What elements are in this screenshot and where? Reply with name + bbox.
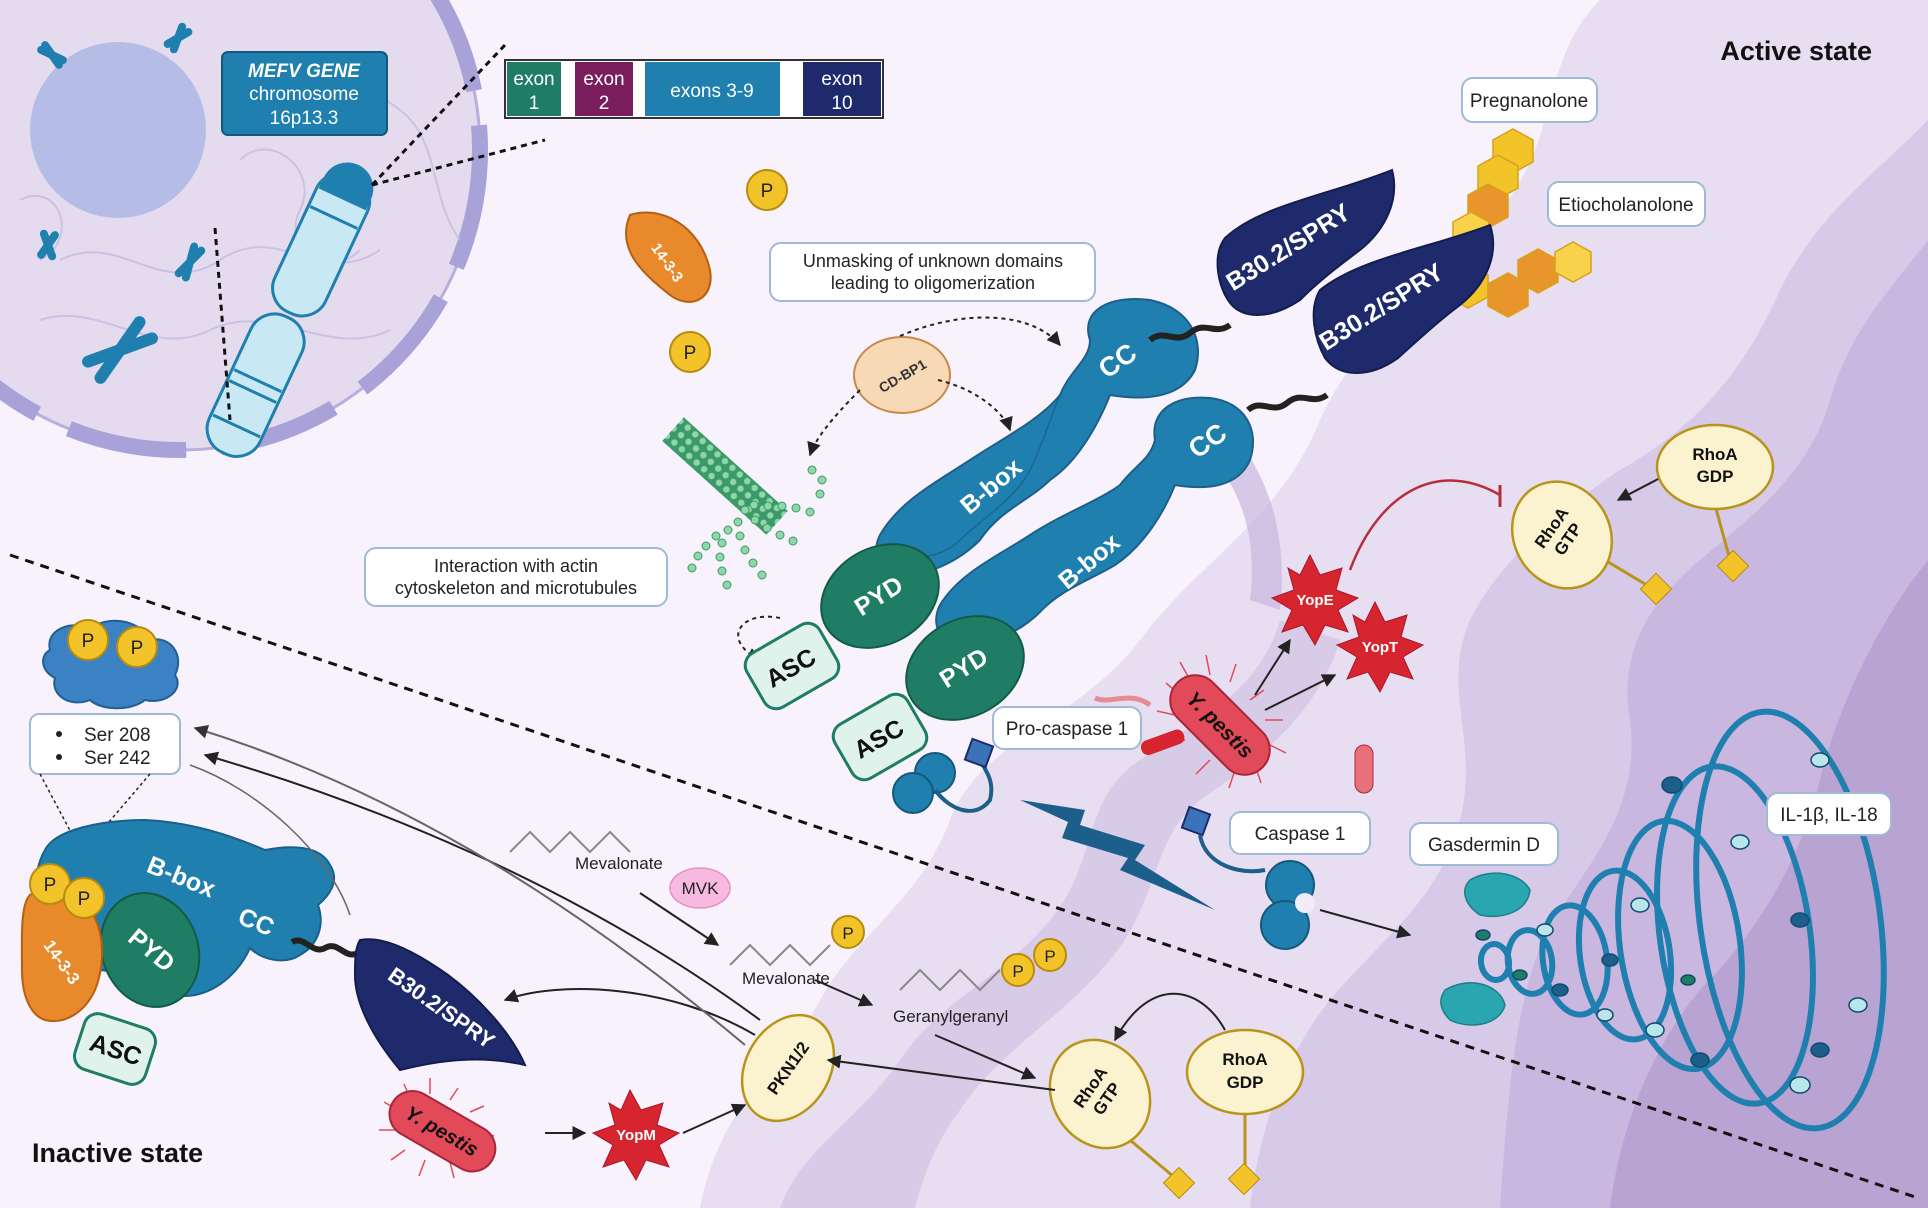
svg-text:P: P [78, 889, 91, 910]
svg-text:leading to oligomerization: leading to oligomerization [831, 273, 1035, 293]
il-beads [1475, 752, 1868, 1094]
svg-text:Gasdermin D: Gasdermin D [1428, 835, 1540, 856]
svg-text:Pro-caspase 1: Pro-caspase 1 [1006, 719, 1129, 740]
rhoa-gdp-inactive: RhoA GDP [1185, 1028, 1305, 1196]
ser-leader-lines [39, 773, 151, 851]
protein-14-3-3-free: 14-3-3 [624, 211, 712, 303]
svg-text:YopE: YopE [1296, 592, 1333, 609]
svg-text:IL-1β, IL-18: IL-1β, IL-18 [1780, 805, 1878, 826]
etiocholanolone-label: Etiocholanolone [1558, 195, 1693, 216]
svg-text:cytoskeleton and microtubules: cytoskeleton and microtubules [395, 578, 637, 598]
gene-chromosome-label: chromosome [249, 84, 359, 105]
gasdermin-pores [1440, 872, 1531, 1026]
exon2-label-a: exon [583, 69, 624, 90]
pkn-kinase: PKN1/2 [740, 1013, 836, 1123]
exon2-label-b: 2 [599, 93, 610, 114]
phosphate-free-1: P [746, 169, 788, 211]
active-state-label: Active state [1720, 36, 1872, 66]
rhoa-gtp-active: RhoA GTP [1510, 480, 1673, 606]
inactive-arrows [189, 725, 1056, 1140]
svg-text:P: P [761, 181, 774, 202]
chromosome-icons [37, 22, 206, 384]
caspase-label-box: Caspase 1 [1229, 811, 1371, 855]
chromosome-16 [205, 162, 374, 458]
svg-text:GDP: GDP [1697, 467, 1734, 486]
mvk-label: MVK [682, 879, 720, 898]
exon1-label-b: 1 [529, 93, 540, 114]
yopm-effector: YopM [591, 1088, 681, 1182]
svg-text:P: P [1044, 947, 1055, 966]
pregnanolone-box: Pregnanolone [1461, 77, 1598, 123]
exon10-label-a: exon [821, 69, 862, 90]
ser208-label: Ser 208 [84, 725, 151, 746]
svg-text:Caspase 1: Caspase 1 [1255, 824, 1346, 845]
exon3-9-label: exons 3-9 [670, 81, 753, 102]
activation-bolt [1020, 800, 1215, 910]
exon10-label-b: 10 [831, 93, 852, 114]
ser242-label: Ser 242 [84, 748, 151, 769]
pyrin-inactive: B-box CC PYD 14-3-3 P P B30.2/SPRY ASC [20, 818, 527, 1086]
dotted-arrows [737, 316, 1061, 661]
phosphate-free-2: P [669, 331, 711, 373]
il-spiral [1477, 708, 1887, 1132]
pro-caspase-label-box: Pro-caspase 1 [992, 706, 1142, 750]
il-label-box: IL-1β, IL-18 [1766, 792, 1892, 836]
mevalonate-label-1: Mevalonate [575, 854, 663, 873]
y-pestis-inactive: Y. pestis [379, 1078, 497, 1179]
pyrin-active-2: CC B-box B30.2/SPRY PYD ASC [831, 223, 1495, 782]
active-arrows [1254, 477, 1661, 711]
caspase-1 [1180, 805, 1315, 950]
svg-text:Unmasking of unknown domains: Unmasking of unknown domains [803, 251, 1063, 271]
cdbp1-protein: CD-BP1 [853, 336, 951, 414]
svg-text:P: P [131, 638, 144, 659]
microtubule [662, 417, 827, 590]
pregnanolone-label: Pregnanolone [1470, 91, 1588, 112]
pro-caspase-1 [892, 737, 995, 814]
svg-text:YopM: YopM [616, 1127, 656, 1144]
unmasking-note: Unmasking of unknown domains leading to … [769, 242, 1096, 302]
svg-text:P: P [1012, 962, 1023, 981]
yope-effector: YopE [1270, 553, 1360, 647]
mefv-gene-box: MEFV GENE chromosome 16p13.3 [221, 51, 388, 136]
rhoa-gtp-inactive: RhoA GTP [1048, 1038, 1196, 1200]
svg-text:RhoA: RhoA [1692, 445, 1737, 464]
mevalonate-label-2: Mevalonate [742, 969, 830, 988]
gdp-to-gtp-arrow [1114, 992, 1226, 1042]
svg-text:P: P [82, 631, 95, 652]
actin-note: Interaction with actin cytoskeleton and … [364, 547, 668, 607]
mevalonate-pathway: Mevalonate MVK P Mevalonate P P Geranylg… [509, 830, 1067, 1080]
svg-text:Interaction with actin: Interaction with actin [434, 556, 598, 576]
rhoa-gdp-active: RhoA GDP [1655, 423, 1775, 583]
caspase-to-gsdmd-arrow [1319, 909, 1412, 939]
zoom-lines [213, 43, 546, 421]
gasdermin-label-box: Gasdermin D [1409, 822, 1559, 866]
svg-text:P: P [44, 875, 57, 896]
svg-text:P: P [684, 343, 697, 364]
gene-title: MEFV GENE [248, 61, 361, 82]
phospho-complex-icon: P P [42, 619, 180, 710]
exon1-label-a: exon [513, 69, 554, 90]
svg-text:GDP: GDP [1227, 1073, 1264, 1092]
svg-text:P: P [842, 924, 853, 943]
serine-sites-box: Ser 208 Ser 242 [29, 713, 181, 775]
gene-locus-label: 16p13.3 [270, 108, 339, 129]
exon-bar: exon 1 exon 2 exons 3-9 exon 10 [504, 59, 884, 119]
geranylgeranyl-label: Geranylgeranyl [893, 1007, 1008, 1026]
etiocholanolone-box: Etiocholanolone [1547, 181, 1706, 227]
svg-text:RhoA: RhoA [1222, 1050, 1267, 1069]
yopt-effector: YopT [1335, 600, 1425, 694]
inactive-state-label: Inactive state [32, 1138, 203, 1168]
svg-text:YopT: YopT [1362, 639, 1398, 656]
